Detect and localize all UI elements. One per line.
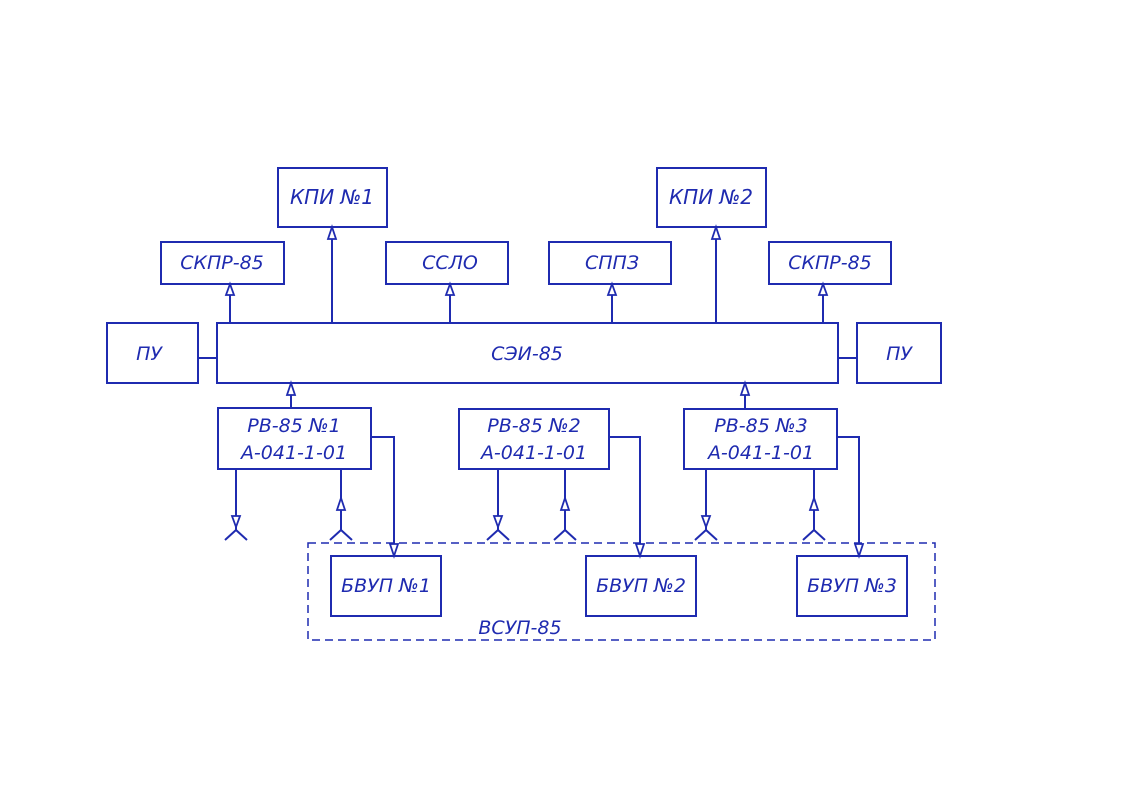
sei-label: СЭИ-85 bbox=[491, 343, 563, 365]
link-rv2-bvup2 bbox=[609, 436, 641, 546]
skpr-left-block bbox=[160, 241, 285, 285]
rv1-tx-antenna-icon bbox=[329, 528, 353, 541]
sslo-block bbox=[385, 241, 509, 285]
pu-right-block bbox=[856, 322, 942, 384]
rv1-label-line2: А-041-1-01 bbox=[239, 442, 347, 464]
sppz-block bbox=[548, 241, 672, 285]
skpr-left-label: СКПР-85 bbox=[180, 252, 264, 274]
sslo-label: ССЛО bbox=[422, 252, 478, 274]
rv3-rx-antenna-icon bbox=[694, 528, 718, 541]
rv3-block bbox=[683, 408, 838, 470]
arrow-kpi1 bbox=[326, 224, 338, 240]
rv1-block bbox=[217, 407, 372, 470]
kpi2-label: КПИ №2 bbox=[669, 185, 753, 209]
arrow-bvup1 bbox=[388, 543, 400, 559]
rv2-tx-antenna-icon bbox=[553, 528, 577, 541]
bvup2-block bbox=[585, 555, 697, 617]
vsup-enclosure bbox=[307, 542, 936, 641]
bvup2-label: БВУП №2 bbox=[596, 575, 686, 597]
rv2-rx-antenna-icon bbox=[486, 528, 510, 541]
sppz-label: СППЗ bbox=[585, 252, 639, 274]
rv3-label-line2: А-041-1-01 bbox=[706, 442, 814, 464]
pu-right-label: ПУ bbox=[886, 343, 913, 365]
arrow-rv1-sei bbox=[285, 380, 297, 396]
kpi2-block bbox=[656, 167, 767, 228]
rv3-tx-arrow bbox=[808, 495, 820, 511]
rv3-label-line1: РВ-85 №3 bbox=[714, 415, 807, 437]
bvup3-label: БВУП №3 bbox=[807, 575, 897, 597]
bvup1-block bbox=[330, 555, 442, 617]
bvup1-label: БВУП №1 bbox=[341, 575, 431, 597]
skpr-right-label: СКПР-85 bbox=[788, 252, 872, 274]
arrow-bvup3 bbox=[853, 543, 865, 559]
arrow-sslo bbox=[444, 281, 456, 296]
arrow-rv3-sei bbox=[739, 380, 751, 396]
skpr-right-block bbox=[768, 241, 892, 285]
arrow-skpr-left bbox=[224, 281, 236, 296]
rv2-label-line1: РВ-85 №2 bbox=[487, 415, 580, 437]
rv2-label-line2: А-041-1-01 bbox=[479, 442, 587, 464]
pu-left-block bbox=[106, 322, 199, 384]
arrow-kpi2 bbox=[710, 224, 722, 240]
bvup3-block bbox=[796, 555, 908, 617]
arrow-sppz bbox=[606, 281, 618, 296]
arrow-bvup2 bbox=[634, 543, 646, 559]
rv3-rx-arrow bbox=[700, 515, 712, 530]
vsup-label: ВСУП-85 bbox=[478, 617, 561, 639]
rv2-tx-arrow bbox=[559, 495, 571, 511]
kpi1-label: КПИ №1 bbox=[290, 185, 374, 209]
rv2-rx-arrow bbox=[492, 515, 504, 530]
sei-block bbox=[216, 322, 839, 384]
rv1-label-line1: РВ-85 №1 bbox=[247, 415, 340, 437]
rv2-block bbox=[458, 408, 610, 470]
rv3-tx-antenna-icon bbox=[802, 528, 826, 541]
arrow-skpr-right bbox=[817, 281, 829, 296]
rv1-rx-antenna-icon bbox=[224, 528, 248, 541]
rv1-rx-arrow bbox=[230, 515, 242, 530]
rv1-tx-arrow bbox=[335, 495, 347, 511]
link-rv1-bvup1 bbox=[371, 436, 395, 546]
pu-left-label: ПУ bbox=[136, 343, 163, 365]
link-rv3-bvup3 bbox=[837, 436, 860, 546]
